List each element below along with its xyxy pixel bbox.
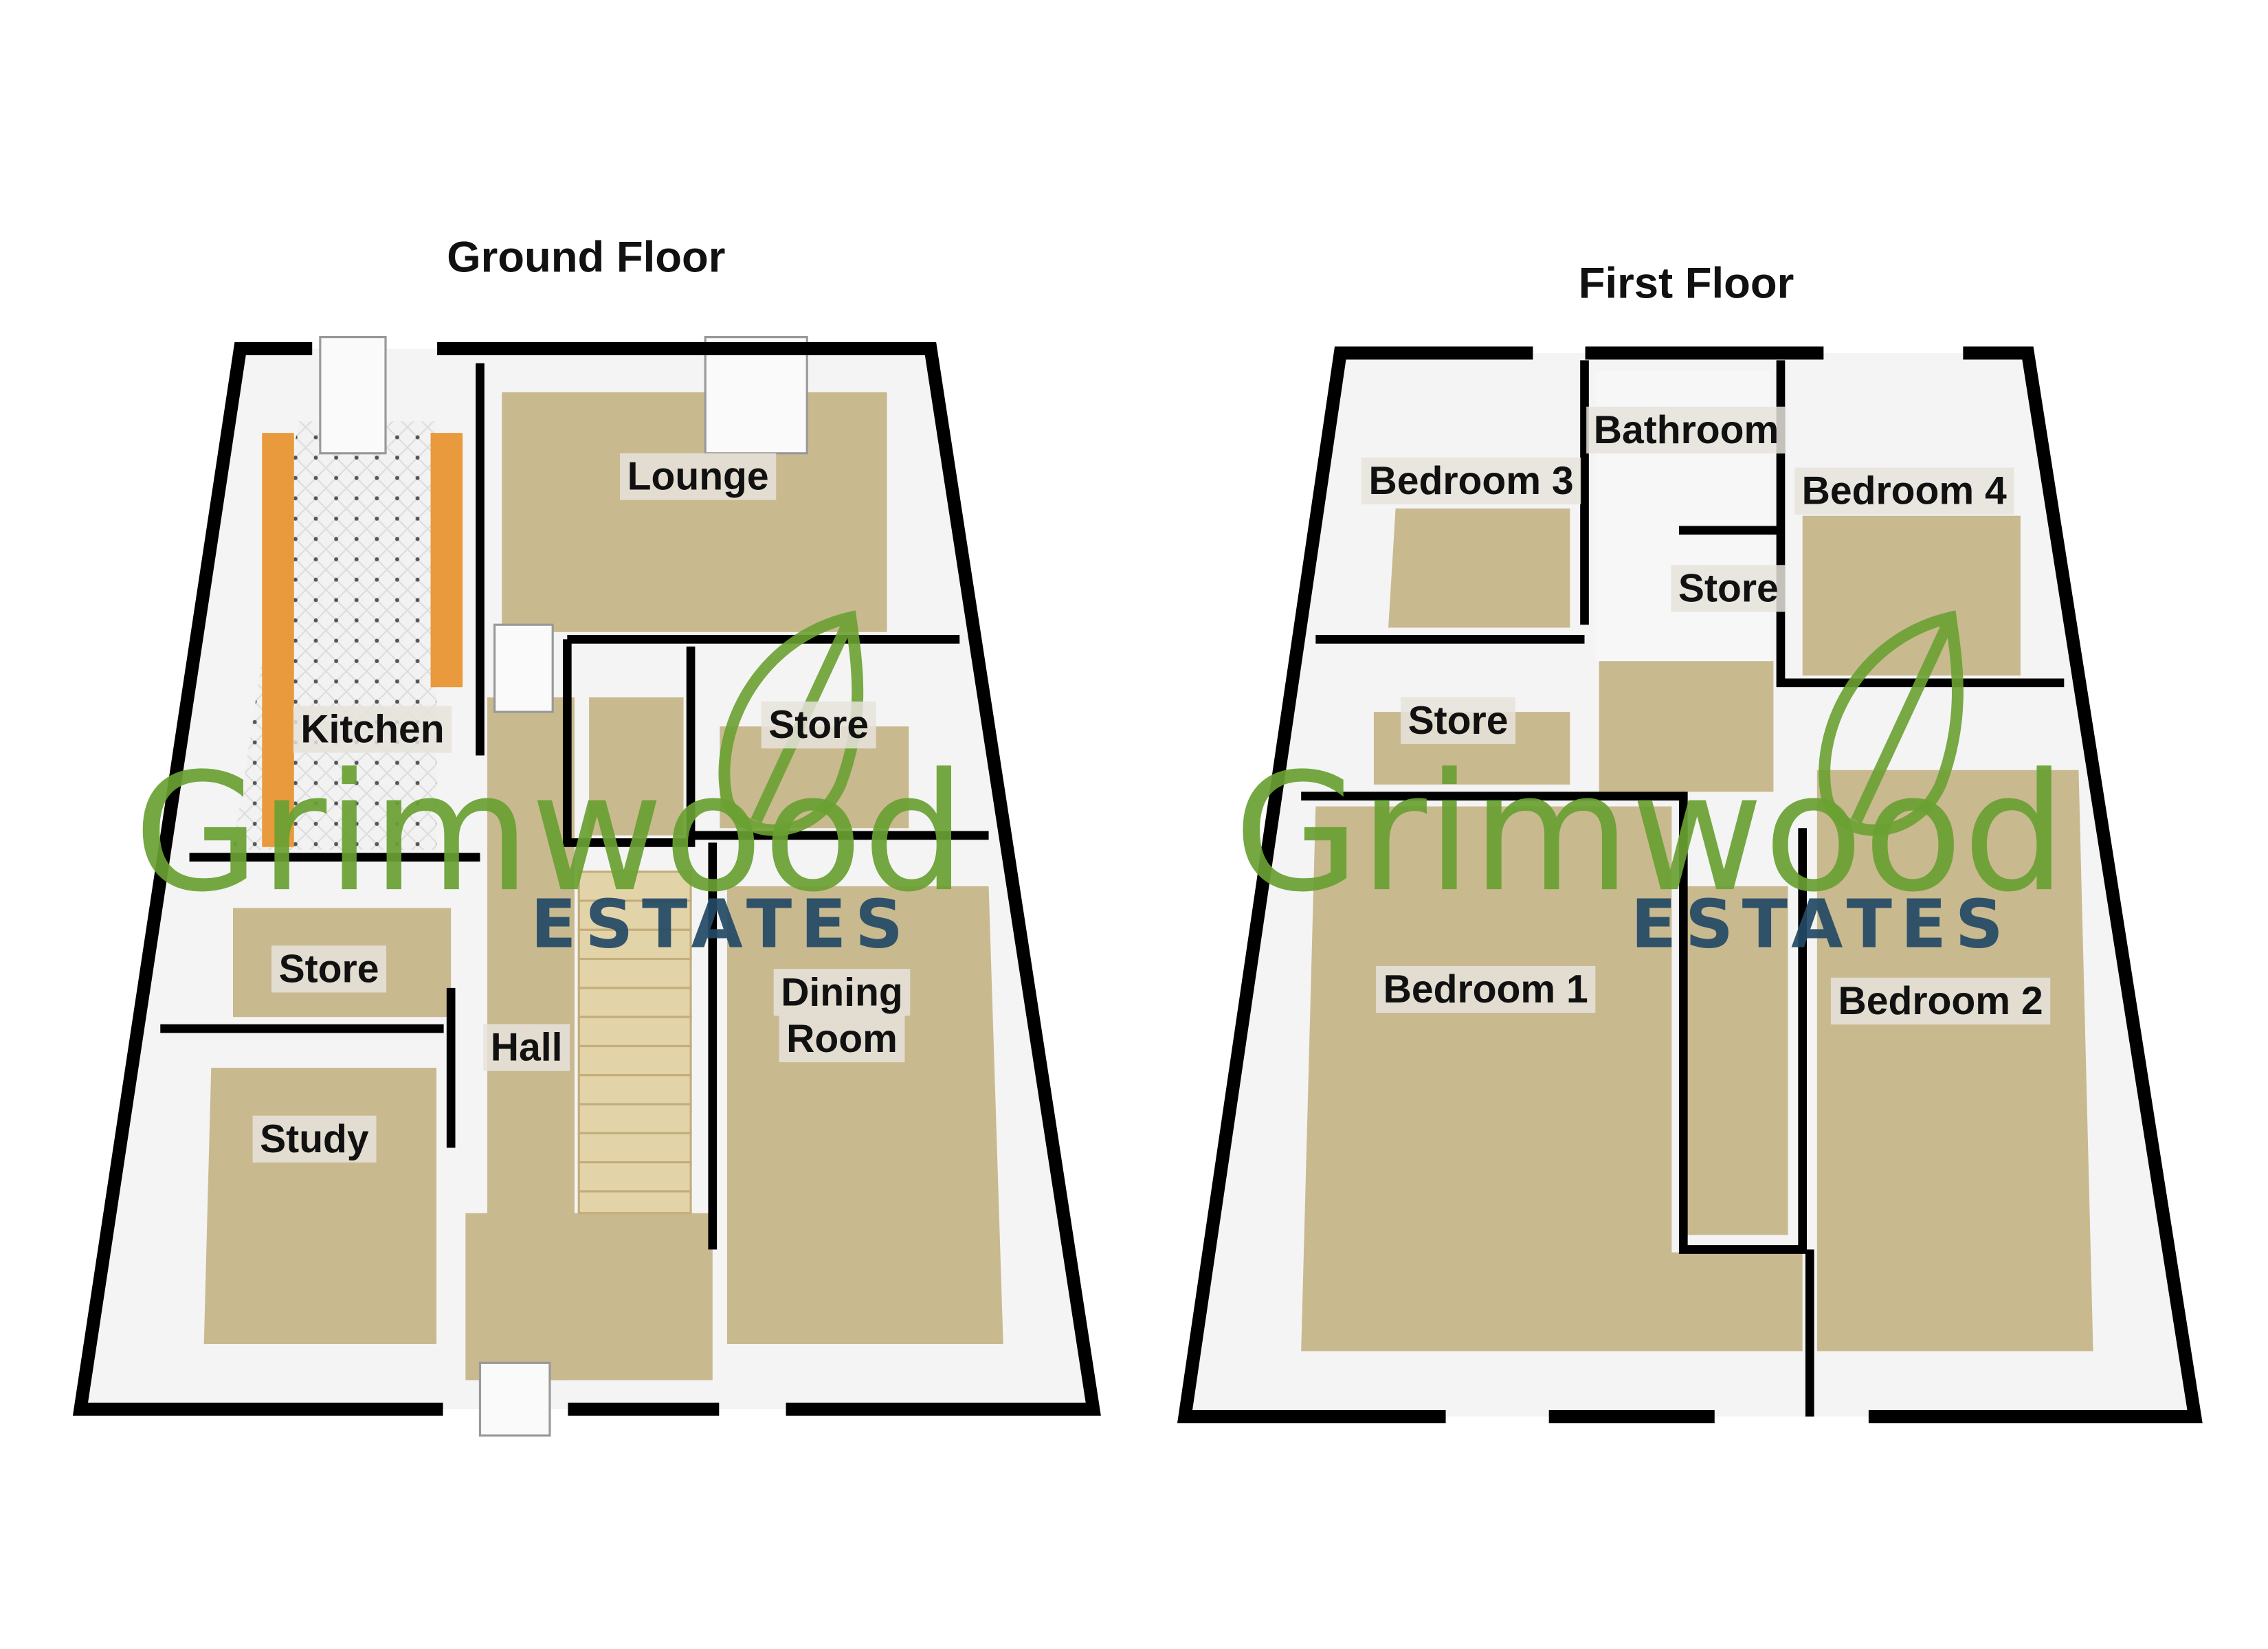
interior-wall [562, 639, 696, 847]
label-background [483, 1024, 570, 1071]
exterior-wall [437, 341, 1101, 1416]
bedroom1-floor [1301, 806, 1803, 1351]
bedroom3-floor [1388, 508, 1570, 628]
room-label-bedroom-1: Bedroom 1 [1383, 967, 1588, 1011]
watermark-logo: Grimwood ESTATES [1234, 610, 2066, 963]
label-background [773, 969, 911, 1016]
hall-floor [465, 1213, 713, 1380]
label-background [1376, 965, 1596, 1013]
patio-door [319, 335, 387, 455]
kitchen-counter [430, 433, 463, 688]
ground-floor-plan: Ground Floor [72, 233, 1101, 1437]
watermark-logo: Grimwood ESTATES [133, 610, 966, 963]
bedroom2-floor [1816, 770, 2093, 1351]
wc-floor [589, 697, 684, 835]
watermark-brand: Grimwood [133, 738, 966, 928]
interior-wall [1301, 792, 1808, 1254]
room-label-bedroom-2: Bedroom 2 [1838, 979, 2043, 1023]
room-label-bathroom: Bathroom [1594, 408, 1779, 452]
room-label-store: Store [768, 703, 869, 747]
exterior-wall [72, 341, 443, 1416]
kitchen-counter [262, 433, 294, 847]
label-background [1830, 977, 2051, 1025]
room-label-dining: Dining [781, 970, 903, 1014]
room-label-bedroom-3: Bedroom 3 [1369, 459, 1574, 503]
room-label-store: Store [1678, 566, 1779, 610]
room-label-store: Store [1408, 699, 1509, 743]
label-background [252, 1115, 377, 1163]
room-label-kitchen: Kitchen [300, 708, 444, 752]
room-label-dining-room: Room [786, 1017, 898, 1061]
first-floor-title: First Floor [1579, 259, 1794, 307]
exterior-wall [1868, 346, 2203, 1424]
label-background [761, 702, 876, 749]
label-background [293, 706, 452, 753]
ground-floor-title: Ground Floor [447, 233, 725, 281]
label-background [1671, 565, 1786, 612]
door [493, 623, 554, 713]
room-label-lounge: Lounge [627, 455, 769, 499]
room-label-hall: Hall [491, 1026, 563, 1070]
store-floor [1686, 886, 1788, 1235]
first-floor-plan: First Floor Grimwood ESTATES Bedroom 3 B… [1177, 259, 2203, 1424]
exterior-wall [1177, 346, 1533, 1424]
bedroom4-floor [1802, 515, 2021, 676]
room-label-store: Store [279, 947, 379, 991]
leaf-icon [1819, 610, 1964, 836]
watermark-sub: ESTATES [531, 886, 912, 963]
label-background [779, 1015, 905, 1063]
study-floor [203, 1068, 437, 1344]
label-background [1361, 457, 1581, 505]
room-label-bedroom-4: Bedroom 4 [1802, 469, 2007, 513]
label-background [1794, 467, 2014, 515]
watermark-brand: Grimwood [1234, 738, 2066, 928]
label-background [620, 453, 777, 500]
lounge-floor [502, 392, 887, 632]
staircase [577, 871, 692, 1215]
label-background [1401, 697, 1516, 744]
label-background [1586, 406, 1786, 454]
landing-floor [1599, 661, 1774, 792]
room-label-study: Study [260, 1117, 369, 1161]
watermark-sub: ESTATES [1631, 886, 2012, 963]
interior-wall [1776, 360, 2065, 688]
front-door [478, 1361, 551, 1437]
patio-door [704, 335, 808, 455]
label-background [271, 945, 387, 993]
